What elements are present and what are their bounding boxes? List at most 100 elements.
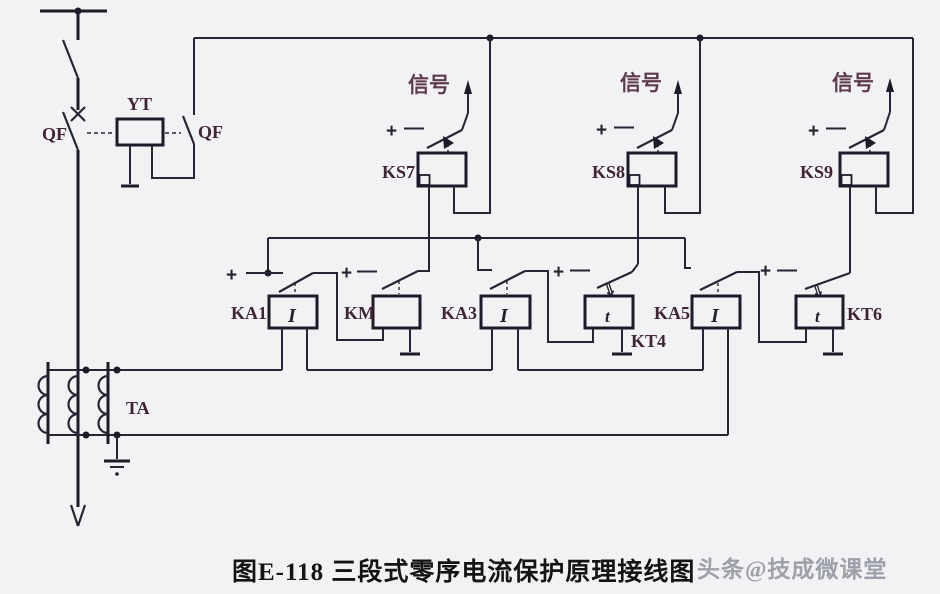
ct-winding-arcs [97,374,109,435]
ks7-flag-notch [418,174,431,186]
disconnector-blade [61,39,80,79]
km-contact-blade [381,270,419,290]
kt4-contact-to-ks8 [631,263,639,273]
kt4-contact-blade [596,270,633,290]
stage3-circuit: + — ⇓ I KA5 t KT6 [654,238,882,356]
time-relay-symbol: t [815,307,821,326]
ks7-label: KS7 [382,162,415,182]
ks9-contact-flag [865,136,876,149]
qf-aux-label: QF [198,122,223,142]
ka3-contact-blade [489,270,526,290]
minus-mark: — [570,259,590,281]
breaker-blade [61,111,80,151]
junction-dot [113,366,121,374]
ka5-contact-blade [699,271,738,291]
minus-mark: — [826,117,846,139]
plus-mark: + [596,120,607,141]
breaker-x-mark [70,106,86,122]
ct-winding-arcs [37,374,49,435]
plus-mark: + [760,261,771,282]
ka5-contact-to-kt6-coil [737,271,807,343]
signal-arrow-head [674,80,682,94]
kt6-coil-box [794,294,845,330]
ks9-assembly: 信号 + — KS9 [800,38,914,273]
ka3-label: KA3 [441,303,477,323]
watermark: 头条@技成微课堂 [697,556,887,583]
feeder-arrow [69,504,80,527]
bus-drop-to-ka3-contact [477,238,492,271]
ks9-right-leg [875,38,914,214]
ks7-contact-flag [443,136,454,149]
delay-arrow-icon: ⇓ [808,280,828,303]
kt6-contact-blade [804,271,851,291]
current-relay-symbol: I [710,305,720,327]
contact-wire [883,111,891,131]
ka1-contact-to-km-coil [313,272,384,341]
ta-label: TA [126,398,150,418]
signal-label: 信号 [832,71,874,95]
qf-aux-to-coil-wire [151,144,195,179]
current-relay-symbol: I [287,305,297,327]
ground-symbol [115,472,119,476]
ks7-coil-box [416,151,468,188]
time-relay-symbol: t [605,307,611,326]
junction-dot [82,366,90,374]
ka3-coil-box [479,294,532,330]
busbar-and-feeder [40,7,107,527]
minus-mark: — [614,116,634,138]
ks9-label: KS9 [800,162,833,182]
plus-mark: + [386,121,397,142]
ks7-assembly: 信号 + — KS7 [382,38,491,238]
ka3-contact-to-kt4-coil [525,270,594,343]
ka1-contact-blade [278,272,314,293]
minus-mark: — [357,260,377,282]
ks8-contact-flag [653,136,664,149]
plus-mark: + [553,262,564,283]
current-circuit [48,328,729,439]
bus-drop-to-ka5-contact [684,238,691,269]
plus-mark: + [808,121,819,142]
ka5-label: KA5 [654,303,690,323]
qf-aux-contact-blade [181,115,196,145]
ks9-coil-box [838,151,890,188]
km-label: KM [344,303,375,323]
ks8-assembly: 信号 + — KS8 [592,38,701,264]
contact-wire [671,112,679,131]
minus-mark: — [404,117,424,139]
ks8-flag-notch [628,174,641,186]
kt6-label: KT6 [847,304,882,324]
feeder-arrow [76,504,87,527]
ct-winding-arcs [67,374,79,435]
signal-arrow-head [886,78,894,92]
ka1-coil-box [267,294,319,330]
ks8-label: KS8 [592,162,625,182]
figure-caption: 图E-118 三段式零序电流保护原理接线图 [232,557,695,586]
kt4-coil-box [583,294,635,330]
signal-arrow-head [464,80,472,94]
ks7-right-leg [453,38,491,214]
trip-coil-circuit: YT QF [87,38,223,188]
kt4-label: KT4 [631,331,666,351]
minus-mark: — [777,259,797,281]
yt-coil-box [115,117,165,147]
plus-mark: + [226,265,237,286]
signal-label: 信号 [408,73,450,97]
ks8-coil-box [626,151,678,188]
delay-arrow-icon: ⇓ [600,279,620,302]
junction-dot [82,431,90,439]
ka5-coil-box [690,294,742,330]
yt-label: YT [127,94,152,114]
ks8-right-leg [664,38,701,214]
ks9-flag-notch [840,174,853,186]
plus-mark: + [341,263,352,284]
ka1-label: KA1 [231,303,267,323]
contact-wire [461,112,469,131]
stage1-circuit: + + — I KA1 KM [226,238,430,356]
current-relay-symbol: I [499,305,509,327]
stage2-circuit: + — ⇓ I KA3 t KT4 [441,238,666,356]
qf-main-label: QF [42,124,67,144]
ta-current-transformers: TA [37,362,150,476]
km-contact-to-bus [418,238,430,272]
